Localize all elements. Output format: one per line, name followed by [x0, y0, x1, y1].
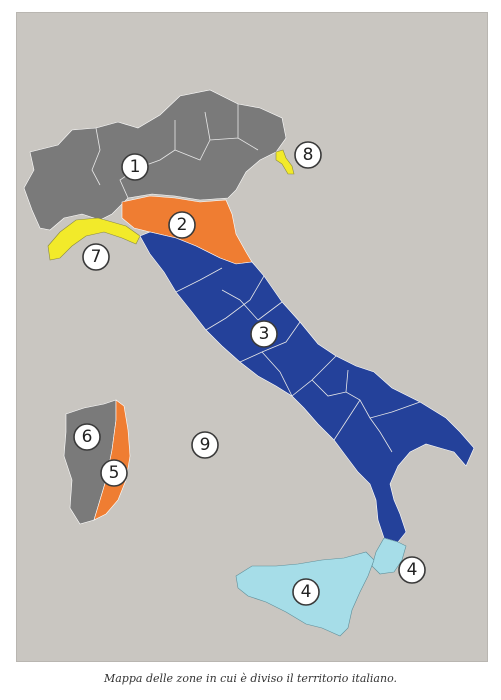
svg-text:4: 4 — [301, 582, 312, 602]
svg-text:6: 6 — [82, 427, 93, 447]
zone-5-badge: 5 — [100, 459, 128, 487]
svg-text:1: 1 — [130, 157, 141, 177]
zone-8-badge: 8 — [294, 141, 322, 169]
zone-3-borders — [175, 267, 421, 453]
zone-9-badge: 9 — [191, 431, 219, 459]
zone-2-badge: 2 — [168, 211, 196, 239]
svg-text:3: 3 — [259, 324, 270, 344]
zone-4-calabria-region — [371, 537, 407, 575]
zone-1-badge: 1 — [121, 153, 149, 181]
zone-3-region — [139, 231, 475, 543]
svg-text:5: 5 — [109, 463, 120, 483]
zone-4-calabria-badge: 4 — [398, 556, 426, 584]
zone-8-region — [275, 149, 295, 175]
map-caption: Mappa delle zone in cui è diviso il terr… — [103, 672, 398, 685]
zone-1-borders — [91, 104, 259, 199]
zone-7-region — [47, 217, 141, 261]
svg-text:8: 8 — [303, 145, 314, 165]
svg-text:9: 9 — [200, 435, 211, 455]
zone-3-badge: 3 — [250, 320, 278, 348]
svg-text:4: 4 — [407, 560, 418, 580]
svg-text:7: 7 — [91, 247, 102, 267]
zone-7-badge: 7 — [82, 243, 110, 271]
zone-4-sicily-badge: 4 — [292, 578, 320, 606]
zone-1-region — [23, 89, 287, 231]
svg-text:2: 2 — [177, 215, 188, 235]
zone-6-badge: 6 — [73, 423, 101, 451]
